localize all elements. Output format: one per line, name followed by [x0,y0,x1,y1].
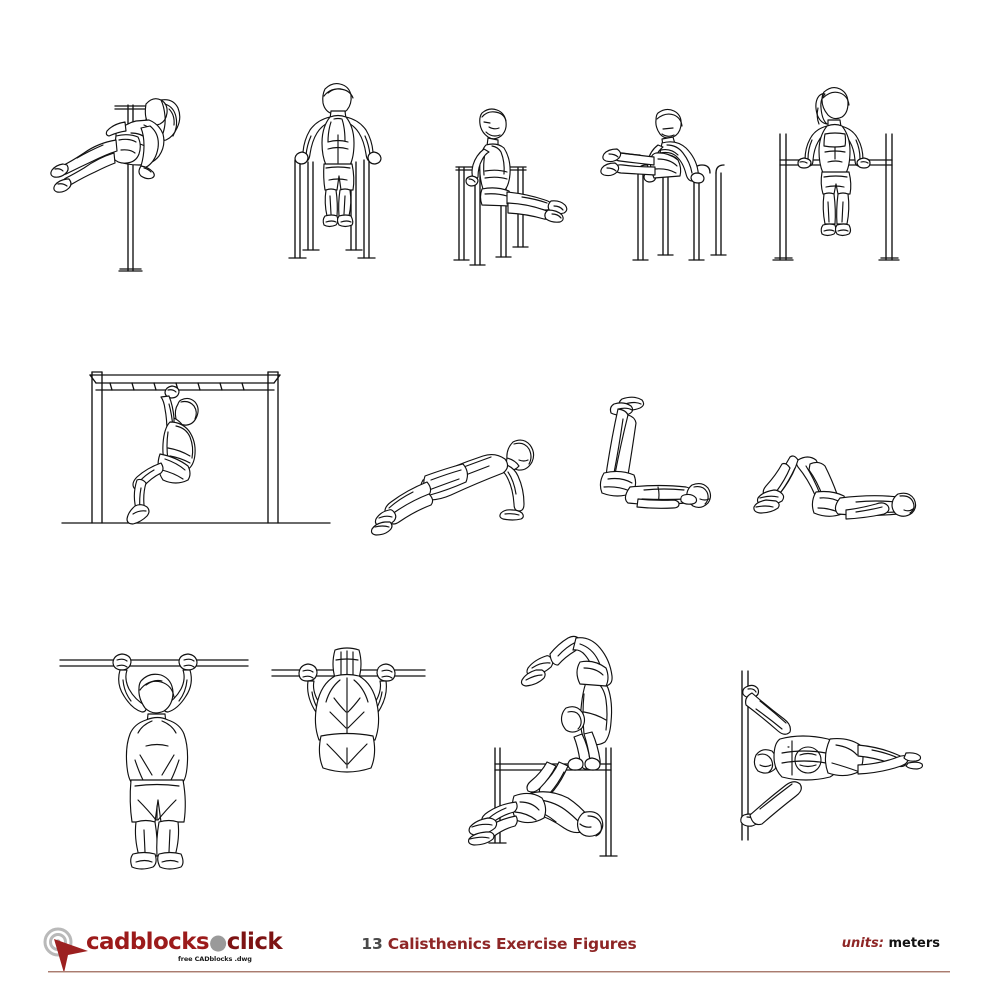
units-indicator: units: meters [842,936,940,951]
units-label: units: [841,936,884,951]
logo-brand-part1: cadblocks [86,929,210,955]
footer-divider-shadow [48,972,950,973]
figure-1-lsit-pole [45,78,220,278]
units-value: meters [888,936,940,951]
figure-4-lsit-parallel-bars-mirrored [600,105,750,270]
cursor-target-icon [43,927,88,973]
footer-divider [48,971,950,972]
figure-10-pullup-hang-front [59,640,250,870]
figure-7-push-up-plank [367,430,547,540]
figure-6-monkey-bars-hang [61,360,332,540]
logo-brand-part2: click [226,929,283,955]
figure-12-bar-handstand [458,618,643,863]
figure-11-pullup-rear-view [271,647,427,783]
figure-9-lying-crunch [752,442,932,542]
page-title: 13 Calisthenics Exercise Figures [0,935,998,953]
title-count: 13 [361,935,383,953]
figure-5-straight-bar-dip [768,82,928,272]
figure-grid [45,78,935,870]
logo-wordmark: cadblocks●click [86,929,283,955]
sheet-footer: cadblocks●click free CADblocks .dwg 13 C… [0,905,998,998]
title-text: Calisthenics Exercise Figures [382,935,637,953]
figure-3-lsit-parallel-bars [452,105,592,270]
logo-brand-dot: ● [209,930,227,954]
cadblocks-logo[interactable]: cadblocks●click free CADblocks .dwg [38,925,283,973]
logo-tagline: free CADblocks .dwg [178,955,252,963]
figure-2-bar-dip-front [278,80,398,270]
figure-13-human-flag [720,665,935,855]
figure-8-lying-leg-raise [592,395,747,530]
